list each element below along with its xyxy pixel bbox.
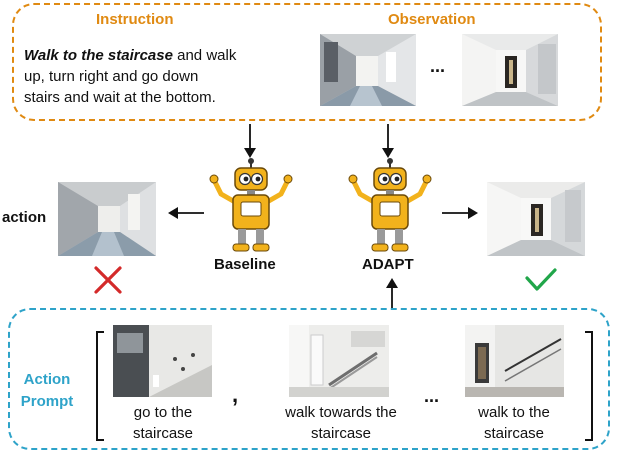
action-prompt-box — [8, 308, 610, 450]
arrow-up-to-adapt — [386, 278, 398, 308]
prompt-separator: , — [232, 382, 239, 407]
left-bracket — [96, 331, 104, 441]
prompt-item-2-line2: staircase — [310, 425, 372, 442]
observation-ellipsis: ... — [430, 56, 446, 76]
prompt-item-3-line1: walk to the — [478, 404, 550, 421]
adapt-label: ADAPT — [362, 256, 414, 273]
prompt-item-1-line1: go to the — [133, 404, 193, 421]
instruction-observation-box — [12, 3, 602, 121]
arrow-right-to-result — [442, 207, 478, 219]
instruction-text: Walk to the staircase and walk up, turn … — [24, 45, 314, 108]
observation-header: Observation — [388, 11, 476, 28]
prompt-image-2 — [289, 325, 389, 397]
right-bracket — [585, 331, 593, 441]
action-prompt-label-line2: Prompt — [20, 393, 74, 410]
baseline-action-image — [58, 182, 156, 256]
baseline-robot-icon — [209, 158, 293, 252]
instruction-line1: and walk — [172, 47, 237, 64]
prompt-item-3-line2: staircase — [483, 425, 545, 442]
action-prompt-label-line1: Action — [23, 371, 71, 388]
prompt-item-2: walk towards the staircase — [268, 402, 414, 444]
wrong-mark-icon — [94, 266, 122, 294]
action-label: action — [2, 209, 47, 226]
prompt-item-2-line1: walk towards the — [285, 404, 397, 421]
action-prompt-label: Action Prompt — [14, 369, 80, 413]
prompt-image-1 — [113, 325, 212, 397]
prompt-ellipsis: ... — [424, 386, 440, 406]
adapt-action-image — [487, 182, 585, 256]
prompt-item-1-line2: staircase — [132, 425, 194, 442]
prompt-item-1: go to the staircase — [108, 402, 218, 444]
instruction-line3: stairs and wait at the bottom. — [24, 89, 216, 106]
observation-image-first — [320, 34, 416, 106]
instruction-bold-text: Walk to the staircase — [24, 47, 173, 64]
arrow-down-to-adapt — [382, 124, 394, 158]
prompt-image-3 — [465, 325, 564, 397]
correct-mark-icon — [525, 268, 557, 291]
adapt-robot-icon — [348, 158, 432, 252]
instruction-line2: up, turn right and go down — [24, 68, 199, 85]
arrow-down-to-baseline — [244, 124, 256, 158]
arrow-left-to-action — [168, 207, 204, 219]
observation-image-last — [462, 34, 558, 106]
baseline-label: Baseline — [214, 256, 276, 273]
prompt-item-3: walk to the staircase — [458, 402, 570, 444]
instruction-header: Instruction — [96, 11, 174, 28]
